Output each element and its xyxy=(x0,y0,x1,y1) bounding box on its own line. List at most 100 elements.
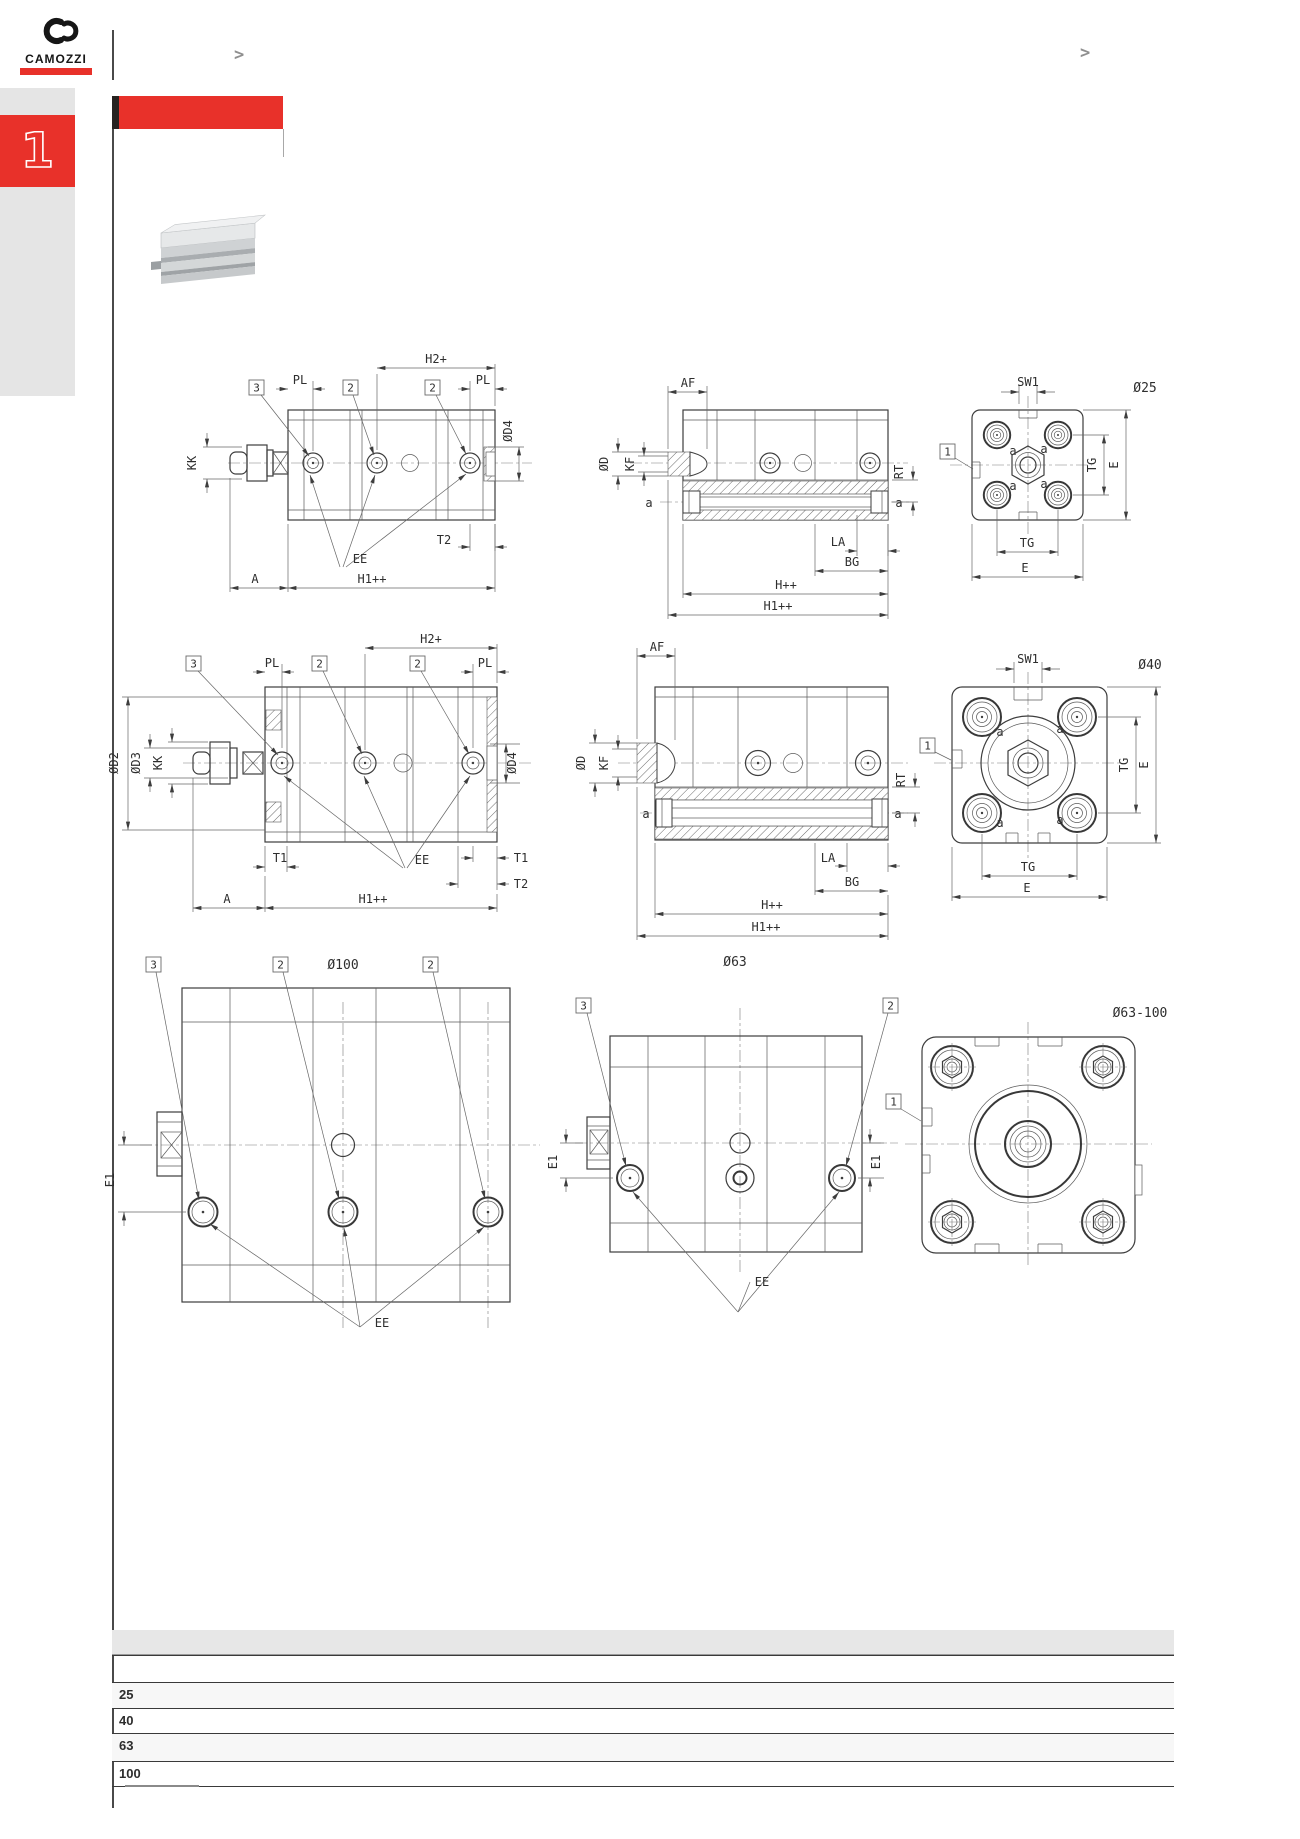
svg-text:Ø63-100: Ø63-100 xyxy=(1113,1006,1168,1021)
svg-text:H++: H++ xyxy=(761,898,783,912)
camozzi-logo: CAMOZZI xyxy=(20,16,92,75)
chevron-right-icon: > xyxy=(234,45,245,65)
svg-text:T1: T1 xyxy=(273,851,287,865)
svg-text:Ø40: Ø40 xyxy=(1138,658,1161,673)
svg-text:3: 3 xyxy=(253,382,260,395)
table-row: 25 xyxy=(112,1682,1174,1708)
drawing-40-section-view: AF ØD KF a a RT LA BG xyxy=(574,640,952,940)
svg-text:TG: TG xyxy=(1021,860,1035,874)
camozzi-logo-icon xyxy=(43,18,79,44)
product-photo xyxy=(151,214,266,284)
drawing-25-side-view: H2+ PL PL 3 2 2 KK ØD4 xyxy=(185,352,532,592)
brand-word: CAMOZZI xyxy=(25,52,87,66)
svg-text:ØD2: ØD2 xyxy=(107,752,121,774)
svg-text:LA: LA xyxy=(821,851,836,865)
chevron-right-icon: > xyxy=(1080,43,1091,63)
bore-size-cell: 63 xyxy=(119,1738,134,1753)
svg-text:T2: T2 xyxy=(514,877,528,891)
svg-text:1: 1 xyxy=(924,740,931,753)
svg-text:2: 2 xyxy=(316,658,323,671)
svg-text:H1++: H1++ xyxy=(752,920,781,934)
svg-text:a: a xyxy=(1009,479,1016,493)
svg-text:LA: LA xyxy=(831,535,846,549)
table-row: 63 xyxy=(112,1733,1174,1761)
svg-text:2: 2 xyxy=(887,1000,894,1013)
svg-text:a: a xyxy=(1056,813,1063,827)
svg-text:E: E xyxy=(1137,761,1151,768)
svg-text:a: a xyxy=(1040,477,1047,491)
cushion-screws xyxy=(962,697,1097,833)
svg-text:Ø63: Ø63 xyxy=(723,955,746,970)
svg-text:3: 3 xyxy=(150,959,157,972)
svg-text:a: a xyxy=(996,816,1003,830)
svg-text:3: 3 xyxy=(190,658,197,671)
svg-text:Ø25: Ø25 xyxy=(1133,381,1156,396)
svg-text:H++: H++ xyxy=(775,578,797,592)
banner-cap xyxy=(112,96,119,129)
svg-text:KK: KK xyxy=(185,455,199,470)
svg-text:a: a xyxy=(642,807,649,821)
svg-text:ØD4: ØD4 xyxy=(505,752,519,774)
svg-text:1: 1 xyxy=(944,446,951,459)
svg-text:2: 2 xyxy=(429,382,436,395)
table-row xyxy=(112,1655,1174,1682)
svg-text:a: a xyxy=(996,725,1003,739)
bore-size-cell: 100 xyxy=(119,1766,141,1781)
left-rule xyxy=(112,129,114,1808)
svg-text:1: 1 xyxy=(890,1096,897,1109)
banner-drop-line xyxy=(283,129,284,157)
svg-text:T2: T2 xyxy=(437,533,451,547)
svg-text:EE: EE xyxy=(415,853,429,867)
svg-text:SW1: SW1 xyxy=(1017,652,1039,666)
cushion-screws xyxy=(982,420,1073,510)
svg-text:a: a xyxy=(1040,442,1047,456)
svg-text:PL: PL xyxy=(293,373,307,387)
svg-text:a: a xyxy=(895,496,902,510)
svg-text:E: E xyxy=(1021,561,1028,575)
svg-text:2: 2 xyxy=(427,959,434,972)
section-number: 1 xyxy=(20,122,55,180)
svg-text:EE: EE xyxy=(755,1275,769,1289)
svg-text:BG: BG xyxy=(845,875,859,889)
drawing-25-end-view: a a a a SW1 Ø25 TG E TG xyxy=(950,375,1157,581)
svg-text:ØD3: ØD3 xyxy=(129,752,143,774)
svg-text:RT: RT xyxy=(892,465,906,479)
svg-text:KF: KF xyxy=(597,756,611,770)
dimensions-table: 25 40 63 100 xyxy=(112,1630,1174,1787)
svg-text:2: 2 xyxy=(414,658,421,671)
table-row: 100 xyxy=(112,1761,1174,1787)
series-banner xyxy=(119,96,283,129)
table-header-band xyxy=(112,1630,1174,1655)
svg-text:PL: PL xyxy=(476,373,490,387)
svg-text:KF: KF xyxy=(623,457,637,471)
top-rule xyxy=(112,30,114,80)
svg-text:KK: KK xyxy=(151,755,165,770)
sidebar-section-tab[interactable]: 1 xyxy=(0,115,75,187)
footer-rule xyxy=(125,1785,199,1787)
svg-text:RT: RT xyxy=(894,773,908,787)
svg-text:TG: TG xyxy=(1085,458,1099,472)
svg-text:TG: TG xyxy=(1117,758,1131,772)
bore-size-cell: 25 xyxy=(119,1687,134,1702)
svg-text:SW1: SW1 xyxy=(1017,375,1039,389)
svg-text:E1: E1 xyxy=(869,1155,883,1169)
svg-text:a: a xyxy=(894,807,901,821)
svg-text:2: 2 xyxy=(347,382,354,395)
svg-text:a: a xyxy=(645,496,652,510)
svg-text:A: A xyxy=(223,892,231,906)
brand-underline xyxy=(20,68,92,75)
corner-bolts xyxy=(928,1043,1127,1246)
svg-text:EE: EE xyxy=(353,552,367,566)
drawing-40-side-view: H2+ PL PL 3 2 2 KK ØD3 xyxy=(107,632,532,912)
drawing-63-view: E1 E1 Ø63 3 2 1 EE xyxy=(546,955,922,1313)
svg-text:ØD4: ØD4 xyxy=(501,420,515,442)
bore-size-cell: 40 xyxy=(119,1713,134,1728)
svg-text:AF: AF xyxy=(681,376,695,390)
svg-text:TG: TG xyxy=(1020,536,1034,550)
svg-text:A: A xyxy=(251,572,259,586)
svg-text:H1++: H1++ xyxy=(358,572,387,586)
svg-text:ØD: ØD xyxy=(597,457,611,471)
svg-text:PL: PL xyxy=(265,656,279,670)
drawing-63-100-end-view: Ø63-100 xyxy=(905,1006,1167,1268)
